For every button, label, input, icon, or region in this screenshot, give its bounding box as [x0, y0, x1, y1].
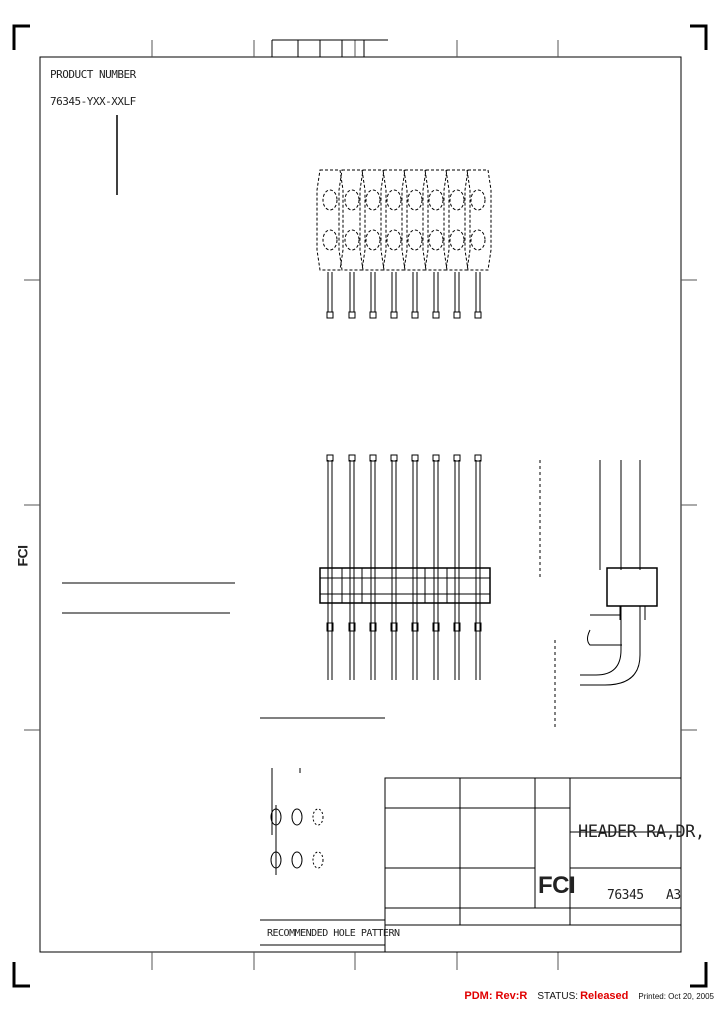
pin-lead: [412, 272, 418, 680]
pin-top: [386, 189, 402, 211]
pin-mark: [390, 622, 398, 632]
pin-tip: [474, 454, 482, 462]
pin-lead: [370, 272, 376, 680]
pin-top: [407, 189, 423, 211]
pin-mark: [348, 622, 356, 632]
pin-mark: [474, 622, 482, 632]
pin-tip: [369, 454, 377, 462]
part-number: 76345: [607, 888, 644, 903]
pin-lead: [475, 272, 481, 680]
pin-mark: [326, 622, 334, 632]
housing-front: [319, 567, 491, 604]
top-dimension: [271, 39, 388, 57]
pin-tip: [432, 454, 440, 462]
fci-side-logo: FCI: [14, 545, 31, 567]
status-value: Released: [580, 990, 629, 1002]
status-label: STATUS:: [537, 991, 579, 1002]
pin-tip: [411, 311, 419, 319]
printed-date: Printed: Oct 20, 2005: [638, 992, 714, 1001]
pin-bottom: [386, 229, 402, 251]
pin-tip: [432, 311, 440, 319]
pin-bottom: [322, 229, 338, 251]
housing-cell: [359, 169, 387, 271]
housing-cell: [338, 169, 366, 271]
pin-tip: [326, 311, 334, 319]
pin-tip: [453, 311, 461, 319]
pin-tip: [348, 311, 356, 319]
pin-mark: [369, 622, 377, 632]
fci-logo: FCI: [538, 872, 576, 899]
pin-mark: [432, 622, 440, 632]
product-number-label: PRODUCT NUMBER: [50, 68, 136, 81]
pin-bottom: [344, 229, 360, 251]
title-block: [384, 777, 682, 953]
pin-top: [322, 189, 338, 211]
drawing-border: [39, 56, 682, 953]
pin-lead: [454, 272, 460, 680]
housing-cell: [422, 169, 450, 271]
pin-top: [428, 189, 444, 211]
pin-bottom: [470, 229, 486, 251]
pin-mark: [453, 622, 461, 632]
pin-lead: [327, 272, 333, 680]
pin-tip: [453, 454, 461, 462]
pin-lead: [349, 272, 355, 680]
pin-bottom: [365, 229, 381, 251]
pin-tip: [348, 454, 356, 462]
footer-bar: PDM: Rev:R STATUS: Released Printed: Oct…: [464, 990, 714, 1002]
housing-cell: [380, 169, 408, 271]
pin-tip: [326, 454, 334, 462]
pin-top: [449, 189, 465, 211]
pin-top: [344, 189, 360, 211]
hole-pattern: [270, 768, 324, 875]
pin-lead: [433, 272, 439, 680]
top-view: [316, 169, 492, 271]
pin-bottom: [428, 229, 444, 251]
pin-tip: [411, 454, 419, 462]
housing-detail: [320, 568, 490, 603]
housing-cell: [443, 169, 471, 271]
drawing-title: HEADER RA,DR,: [578, 822, 705, 842]
sheet-size: A3: [666, 888, 681, 903]
status-group: STATUS: Released: [537, 990, 628, 1002]
product-number: 76345-YXX-XXLF: [50, 95, 136, 108]
pin-mark: [411, 622, 419, 632]
zone-ticks: [24, 40, 697, 970]
housing-cell: [401, 169, 429, 271]
corner-marks: [12, 24, 708, 988]
housing-cell: [464, 169, 492, 271]
note-lines: [62, 582, 385, 946]
pin-tip: [390, 454, 398, 462]
pin-top: [365, 189, 381, 211]
housing-cell: [316, 169, 344, 271]
pin-bottom: [449, 229, 465, 251]
pin-tip: [474, 311, 482, 319]
side-view: [539, 460, 658, 730]
pin-bottom: [407, 229, 423, 251]
pin-tip: [369, 311, 377, 319]
pin-lead: [391, 272, 397, 680]
pin-tip: [390, 311, 398, 319]
pdm-revision: PDM: Rev:R: [464, 990, 528, 1002]
front-view: [319, 272, 491, 680]
hole-pattern-label: RECOMMENDED HOLE PATTERN: [267, 928, 400, 939]
pin-top: [470, 189, 486, 211]
